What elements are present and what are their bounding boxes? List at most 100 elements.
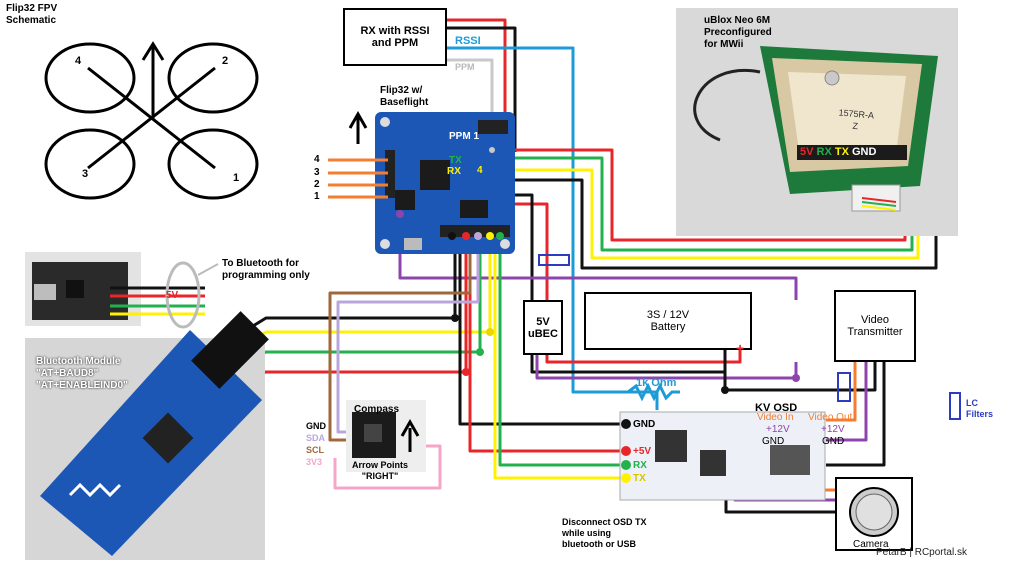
- fc-mount-hole: [380, 239, 390, 249]
- quad-arrow-head: [141, 41, 165, 61]
- fc-chip: [395, 190, 415, 210]
- bt-highlight-ellipse: [165, 261, 201, 329]
- lc-filter-symbol: [538, 254, 570, 266]
- motor-label-2: 2: [222, 55, 229, 67]
- wire-batt-black-vtx: [723, 362, 877, 392]
- junctions: [451, 314, 800, 394]
- motor-4-ellipse: [44, 42, 136, 114]
- resistor: [627, 382, 680, 402]
- gps-pin-gnd: GND: [852, 146, 877, 158]
- osd-video-in-label: Video In: [757, 412, 794, 423]
- osd-disconnect-note: Disconnect OSD TX while using bluetooth …: [562, 517, 647, 549]
- osd-title: KV OSD: [755, 402, 798, 414]
- bt-note-leader: [197, 263, 219, 276]
- gps-title: uBlox Neo 6M Preconfigured for MWii: [704, 15, 772, 50]
- fc-pin-dot: [496, 232, 504, 240]
- motor-wires: [328, 158, 388, 199]
- motor-3-ellipse: [44, 128, 136, 200]
- bt-voltage-label: 5V: [166, 290, 179, 301]
- osd-pin-5v: [621, 446, 631, 456]
- rssi-label: RSSI: [455, 35, 481, 47]
- fc-rx-label: RX: [447, 166, 461, 177]
- wire-fc-yellow-osd: [493, 240, 623, 480]
- resistor-label: 1k Ohm: [636, 377, 677, 389]
- ppm-label: PPM: [455, 62, 475, 72]
- wire-ubec-black: [530, 347, 727, 374]
- wire-compass-brown: [328, 240, 472, 442]
- gps-module: [676, 8, 958, 236]
- osd-12v-right-label: +12V: [821, 424, 845, 435]
- fc-pin-dot: [486, 232, 494, 240]
- osd-pin-gnd-label: GND: [633, 419, 656, 430]
- battery-box: 3S / 12V Battery: [584, 292, 752, 350]
- motor-1-ellipse: [167, 128, 259, 200]
- wire-vtx-orange: [826, 362, 857, 422]
- fc-pin-dot: [474, 232, 482, 240]
- compass-pin-gnd: GND: [306, 421, 326, 431]
- gps-connector-wire: [861, 201, 897, 207]
- fc-processor: [420, 160, 450, 190]
- fc-arrow-head: [348, 110, 368, 129]
- fc-mount-hole: [500, 239, 510, 249]
- wire-vtx-purple: [826, 362, 868, 442]
- compass-arrow-head: [400, 418, 420, 437]
- wire-compass-pink: [333, 444, 442, 490]
- compass-module: [346, 400, 426, 472]
- fc-pin-dot: [396, 210, 404, 218]
- osd-pin-dots: [621, 419, 631, 483]
- osd-12v-left-label: +12V: [766, 424, 790, 435]
- fc-board: [375, 112, 515, 254]
- motor-label-4: 4: [75, 55, 82, 67]
- junction-dot: [451, 314, 459, 322]
- adapter-usb: [34, 284, 56, 300]
- junction-dot: [462, 368, 470, 376]
- osd-pin-tx-label: TX: [633, 473, 646, 484]
- osd-gnd-right-label: GND: [822, 436, 845, 447]
- wire-rx-black: [447, 26, 517, 152]
- fc-pin-dot: [448, 232, 456, 240]
- fc-motor-pin-4: 4: [314, 154, 320, 165]
- fc-usb: [404, 238, 422, 250]
- fc-ppm-pin-label: PPM 1: [449, 131, 480, 142]
- junction-dot: [721, 386, 729, 394]
- bt-antenna-trace: [68, 482, 122, 498]
- adapter-chip: [66, 280, 84, 298]
- wire-batt-purple: [535, 355, 798, 380]
- wire-gps-green: [495, 156, 914, 252]
- fc-header-left: [385, 150, 395, 198]
- osd-chip: [770, 445, 810, 475]
- gps-pin-5v: 5V: [800, 146, 814, 158]
- ubec-box: 5V uBEC: [523, 300, 563, 355]
- motor-label-1: 1: [233, 172, 240, 184]
- gps-pin-label-bg: [797, 145, 907, 160]
- junction-dot: [486, 328, 494, 336]
- gps-antenna-marking: 1575R-A Z: [838, 107, 875, 132]
- camera-module: [835, 477, 913, 551]
- gps-connector-wire: [861, 205, 897, 211]
- resistor-zigzag: [627, 382, 680, 402]
- camera-lens-inner: [855, 493, 893, 531]
- lc-filters-label: LC Filters: [966, 398, 994, 419]
- adapter-wires: [110, 286, 205, 316]
- osd-chip: [700, 450, 726, 476]
- motor-label-3: 3: [82, 168, 89, 180]
- wire-fc-green-osd: [498, 236, 623, 467]
- compass-pin-3v3: 3V3: [306, 457, 323, 467]
- fc-mount-hole: [380, 117, 390, 127]
- gps-antenna-top: [788, 72, 906, 158]
- lc-filters: [538, 254, 961, 420]
- wire-rssi: [447, 46, 659, 410]
- video-transmitter-box: Video Transmitter: [834, 290, 916, 362]
- osd-pin-rx: [621, 460, 631, 470]
- osd-chip: [655, 430, 687, 462]
- gps-cable: [693, 68, 761, 142]
- wire-fc-red-osd: [468, 236, 623, 453]
- fc-pin-dots: [396, 147, 504, 240]
- gps-antenna-pin: [824, 70, 840, 86]
- osd-pin-rx-label: RX: [633, 460, 647, 471]
- compass-chip: [364, 424, 382, 442]
- wire-gps-yellow: [495, 168, 920, 260]
- compass-pin-sda: SDA: [306, 433, 326, 443]
- wire-ubec-red: [545, 347, 742, 364]
